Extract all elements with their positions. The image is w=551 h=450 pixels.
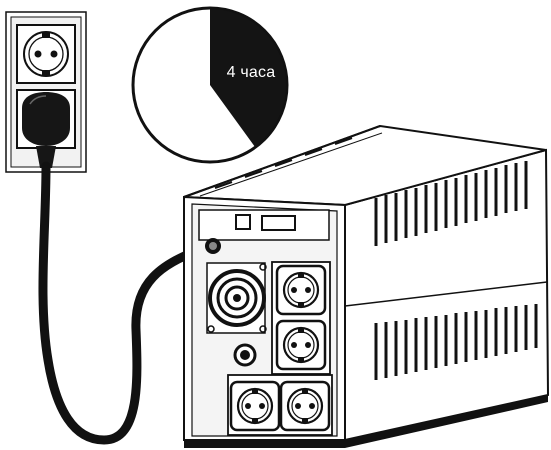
- power-button-icon: [235, 345, 255, 365]
- cooling-fan-icon: [207, 263, 266, 333]
- runtime-label: 4 часа: [216, 63, 286, 83]
- runtime-clock-icon: [133, 8, 287, 162]
